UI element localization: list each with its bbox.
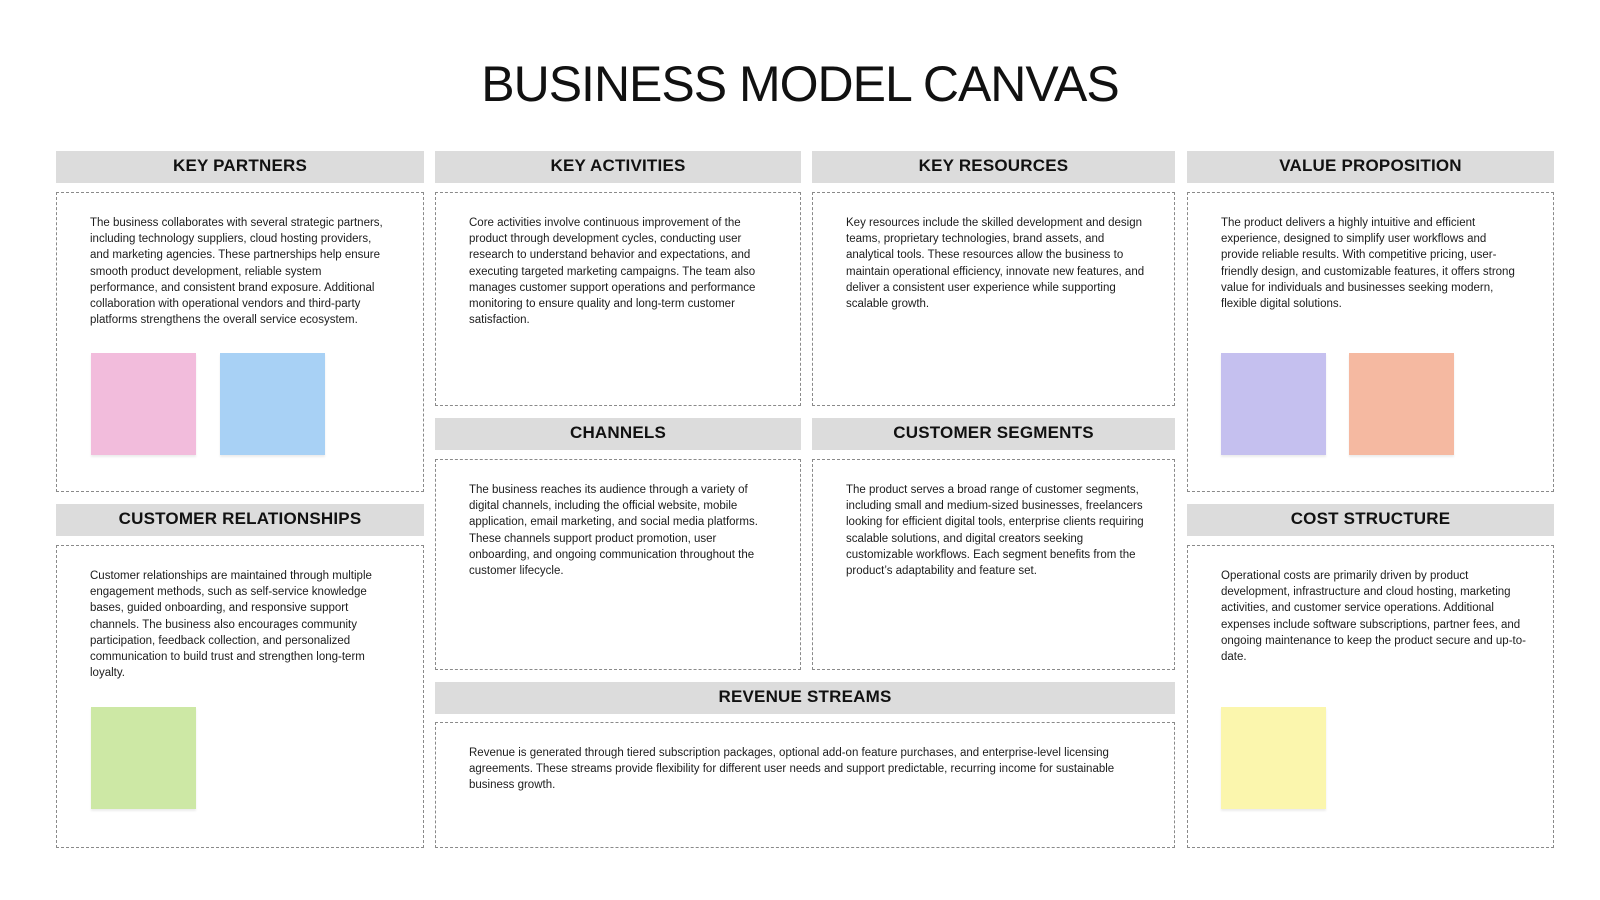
- customer-segments-box[interactable]: The product serves a broad range of cust…: [812, 459, 1175, 670]
- revenue-streams-text: Revenue is generated through tiered subs…: [469, 747, 1115, 792]
- sticky-note-green[interactable]: [91, 707, 196, 809]
- revenue-streams-heading: REVENUE STREAMS: [435, 682, 1175, 714]
- page-title: BUSINESS MODEL CANVAS: [481, 56, 1120, 112]
- customer-relationships-box[interactable]: Customer relationships are maintained th…: [56, 545, 424, 848]
- key-resources-text: Key resources include the skilled develo…: [846, 217, 1145, 311]
- key-activities-box[interactable]: Core activities involve continuous impro…: [435, 192, 801, 406]
- customer-relationships-heading: CUSTOMER RELATIONSHIPS: [56, 504, 424, 536]
- key-resources-heading: KEY RESOURCES: [812, 151, 1175, 183]
- customer-segments-heading: CUSTOMER SEGMENTS: [812, 418, 1175, 450]
- value-proposition-heading: VALUE PROPOSITION: [1187, 151, 1554, 183]
- key-activities-heading: KEY ACTIVITIES: [435, 151, 801, 183]
- customer-relationships-text: Customer relationships are maintained th…: [90, 570, 372, 680]
- value-proposition-text: The product delivers a highly intuitive …: [1221, 217, 1515, 311]
- revenue-streams-box[interactable]: Revenue is generated through tiered subs…: [435, 722, 1175, 848]
- sticky-note-blue[interactable]: [220, 353, 325, 455]
- cost-structure-text: Operational costs are primarily driven b…: [1221, 570, 1526, 664]
- key-resources-box[interactable]: Key resources include the skilled develo…: [812, 192, 1175, 406]
- key-partners-heading: KEY PARTNERS: [56, 151, 424, 183]
- channels-text: The business reaches its audience throug…: [469, 484, 758, 578]
- key-activities-text: Core activities involve continuous impro…: [469, 217, 756, 327]
- sticky-note-orange[interactable]: [1349, 353, 1454, 455]
- sticky-note-yellow[interactable]: [1221, 707, 1326, 809]
- key-partners-text: The business collaborates with several s…: [90, 217, 383, 327]
- channels-heading: CHANNELS: [435, 418, 801, 450]
- customer-segments-text: The product serves a broad range of cust…: [846, 484, 1144, 578]
- cost-structure-heading: COST STRUCTURE: [1187, 504, 1554, 536]
- cost-structure-box[interactable]: Operational costs are primarily driven b…: [1187, 545, 1554, 848]
- sticky-note-pink[interactable]: [91, 353, 196, 455]
- sticky-note-purple[interactable]: [1221, 353, 1326, 455]
- value-proposition-box[interactable]: The product delivers a highly intuitive …: [1187, 192, 1554, 492]
- channels-box[interactable]: The business reaches its audience throug…: [435, 459, 801, 670]
- key-partners-box[interactable]: The business collaborates with several s…: [56, 192, 424, 492]
